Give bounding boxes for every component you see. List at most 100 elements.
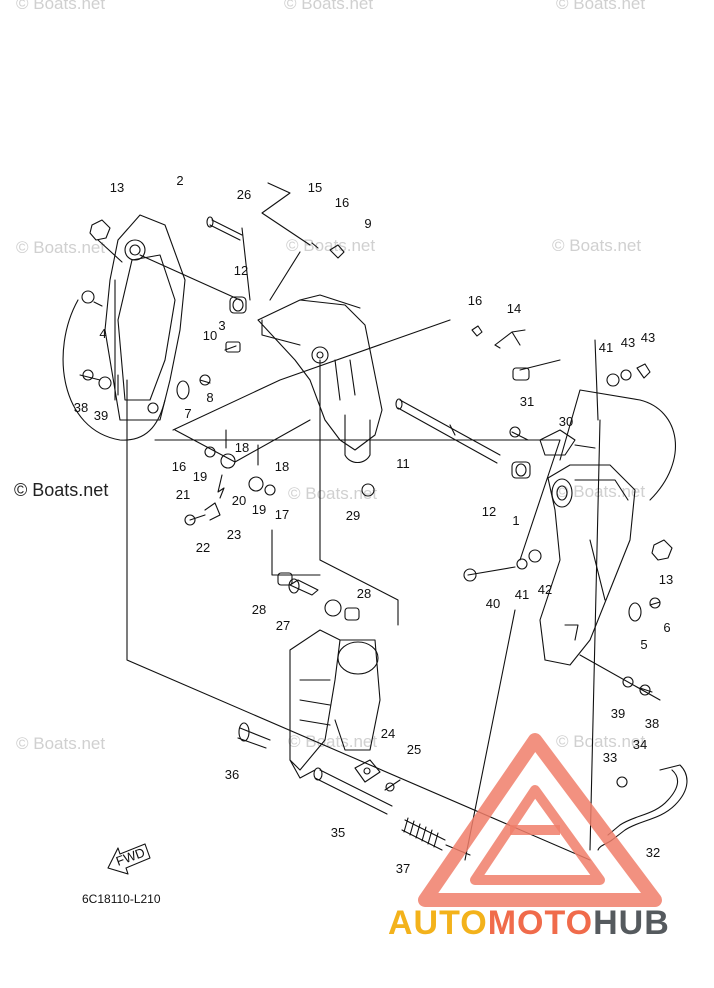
washer: [606, 373, 620, 387]
lever: [494, 329, 561, 381]
tilt-pin: [313, 767, 393, 815]
collar: [288, 578, 319, 596]
part-number-label: 39: [94, 408, 108, 423]
washer: [264, 484, 276, 496]
watermark: © Boats.net: [286, 236, 376, 255]
sensor: [539, 429, 596, 456]
swivel-bracket: [257, 294, 383, 464]
part-number-label: 23: [227, 527, 241, 542]
guide-line: [594, 339, 599, 421]
part-number-label: 37: [396, 861, 410, 876]
part-number-label: 31: [520, 394, 534, 409]
bolt: [509, 426, 529, 441]
part-number-label: 36: [225, 767, 239, 782]
nut: [471, 325, 483, 337]
part-number-label: 25: [407, 742, 421, 757]
pin: [206, 216, 243, 241]
guide-line: [271, 529, 321, 576]
brand-part-auto: AUTO: [388, 904, 488, 942]
watermark: © Boats.net: [556, 732, 646, 751]
part-number-label: 16: [335, 195, 349, 210]
bolt: [649, 597, 661, 609]
part-number-label: 32: [646, 845, 660, 860]
brand-part-hub: HUB: [593, 904, 670, 942]
part-number-label: 41: [515, 587, 529, 602]
fwd-arrow-icon: [107, 843, 151, 875]
nut: [651, 539, 673, 561]
watermark: © Boats.net: [288, 484, 378, 503]
part-number-label: 22: [196, 540, 210, 555]
part-number-label: 21: [176, 487, 190, 502]
part-number-label: 28: [252, 602, 266, 617]
guide-line: [139, 254, 241, 301]
bushing: [229, 296, 247, 314]
watermark: © Boats.net: [556, 0, 646, 13]
washer: [98, 376, 112, 390]
washer: [204, 446, 216, 458]
part-number-label: 41: [599, 340, 613, 355]
nut: [636, 363, 651, 379]
bushing: [511, 461, 531, 479]
washer: [81, 290, 95, 304]
part-number-label: 9: [364, 216, 371, 231]
part-number-label: 24: [381, 726, 395, 741]
washer: [622, 676, 634, 688]
tilt-lever-rod: [261, 182, 319, 249]
watermark: © Boats.net: [556, 482, 646, 501]
plate: [354, 759, 381, 783]
part-number-label: 15: [308, 180, 322, 195]
watermark: © Boats.net: [284, 0, 374, 13]
tilt-trim-unit: [289, 599, 381, 779]
part-number-label: 13: [110, 180, 124, 195]
automotohub-logo: [418, 733, 662, 907]
clip: [361, 483, 375, 497]
part-number-label: 34: [633, 737, 647, 752]
part-number-label: 18: [235, 440, 249, 455]
guide-line: [172, 319, 451, 431]
guide-line: [126, 379, 591, 861]
brand-part-moto: MOTO: [487, 904, 594, 942]
steering-shaft: [395, 398, 501, 464]
part-number-label: 33: [603, 750, 617, 765]
part-number-label: 30: [559, 414, 573, 429]
clip: [176, 380, 190, 400]
washer: [516, 558, 528, 570]
part-number-labels: 1234567891011121213131415161616171818191…: [74, 173, 673, 876]
guide-line: [639, 399, 676, 501]
guide-line: [589, 419, 601, 851]
bolt: [463, 566, 516, 582]
part-number-label: 6: [663, 620, 670, 635]
part-number-label: 43: [641, 330, 655, 345]
part-number-label: 28: [357, 586, 371, 601]
part-number-label: 3: [218, 318, 225, 333]
guide-line: [559, 389, 641, 461]
part-number-label: 5: [640, 637, 647, 652]
watermark: © Boats.net: [16, 734, 106, 753]
part-number-label: 12: [482, 504, 496, 519]
part-number-label: 2: [176, 173, 183, 188]
watermark: © Boats.net: [16, 238, 106, 257]
plate: [204, 502, 221, 521]
bushing: [237, 722, 271, 749]
part-number-label: 18: [275, 459, 289, 474]
part-number-label: 7: [184, 406, 191, 421]
collar: [344, 607, 360, 621]
part-number-label: 20: [232, 493, 246, 508]
part-number-label: 1: [512, 513, 519, 528]
guide-line: [319, 559, 399, 626]
part-number-label: 11: [396, 456, 410, 471]
collar: [220, 453, 236, 469]
part-number-label: 19: [193, 469, 207, 484]
bolt: [639, 684, 653, 696]
spring: [217, 474, 225, 499]
guide-line: [269, 251, 301, 301]
part-number-label: 14: [507, 301, 521, 316]
part-number-label: 38: [645, 716, 659, 731]
part-number-label: 43: [621, 335, 635, 350]
diagram-code: 6C18110-L210: [82, 892, 161, 906]
brand-wordmark: AUTOMOTOHUB: [388, 904, 670, 943]
collar: [248, 476, 264, 492]
part-number-label: 27: [276, 618, 290, 633]
part-number-label: 35: [331, 825, 345, 840]
